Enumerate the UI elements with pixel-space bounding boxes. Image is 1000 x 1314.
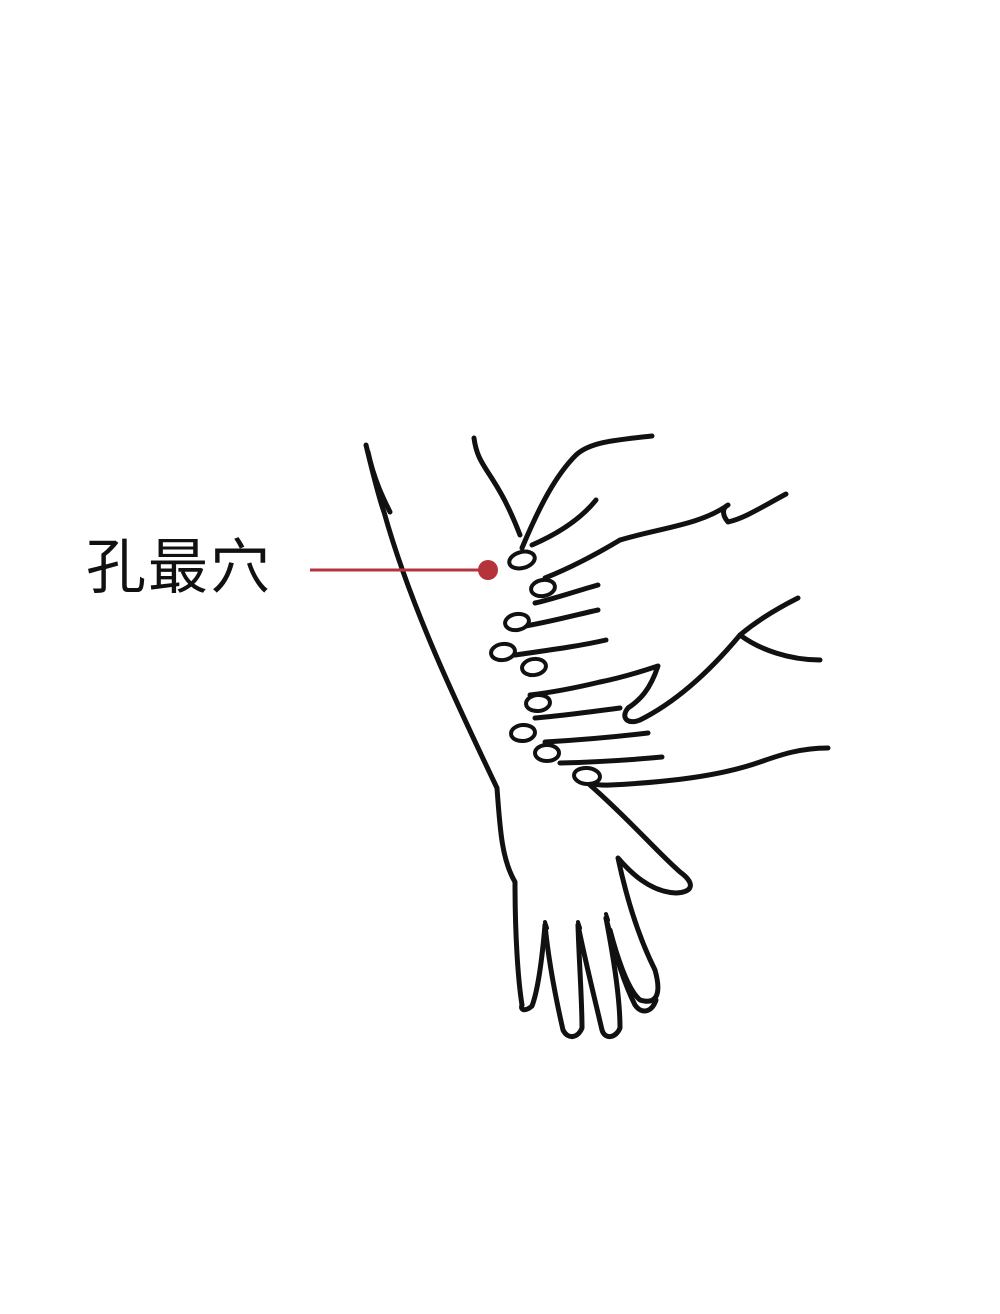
upper-hand-wrist: [617, 491, 789, 543]
forearm-inner-edge: [471, 435, 523, 538]
nail-2: [529, 577, 557, 599]
wrist-inner-edge: [587, 782, 693, 1004]
nail-4: [489, 641, 517, 663]
patient-arm: [363, 435, 693, 1039]
knuckle-marks: [543, 912, 610, 930]
lower-finger-1: [557, 754, 665, 766]
upper-finger-3: [512, 637, 609, 658]
elbow-crease: [365, 449, 393, 515]
upper-finger-knuckles: [532, 582, 601, 606]
acupoint-annotation: [310, 560, 498, 580]
middle-hand-back: [737, 595, 823, 663]
nail-6: [524, 692, 552, 714]
upper-thumb: [529, 497, 599, 548]
upper-hand-back: [519, 433, 655, 551]
nail-9: [572, 765, 602, 787]
lower-hand-back: [577, 745, 831, 788]
middle-hand-palm: [597, 632, 743, 725]
patient-finger-2: [542, 922, 585, 1039]
acupoint-label: 孔最穴: [86, 533, 272, 603]
nail-5: [520, 656, 548, 678]
upper-finger-2: [517, 607, 601, 630]
patient-finger-4: [603, 915, 659, 1014]
acupoint-marker: [478, 560, 498, 580]
practitioner-hands: [489, 433, 831, 788]
patient-finger-1: [519, 922, 548, 1013]
middle-finger-2: [532, 705, 623, 721]
forearm-outer-edge: [363, 442, 525, 1008]
patient-finger-3: [575, 915, 623, 1039]
nail-7: [509, 722, 537, 744]
middle-finger-3: [542, 730, 651, 745]
upper-finger-1: [542, 537, 623, 581]
nail-1: [507, 549, 537, 571]
nail-8: [533, 743, 561, 763]
nail-3: [503, 611, 531, 633]
